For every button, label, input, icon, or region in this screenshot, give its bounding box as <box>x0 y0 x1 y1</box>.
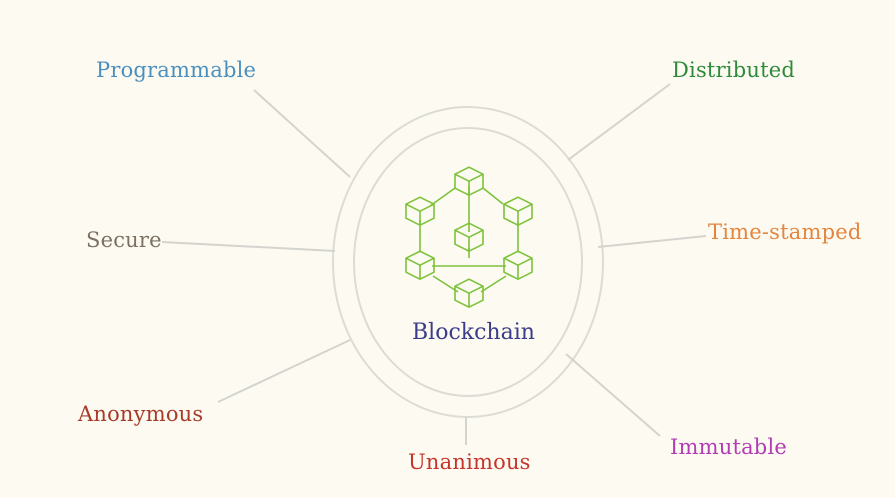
connector-programmable <box>253 89 351 178</box>
connector-secure <box>161 241 336 252</box>
connector-time-stamped <box>597 235 707 248</box>
label-secure: Secure <box>86 228 162 252</box>
center-label: Blockchain <box>412 320 535 345</box>
label-time-stamped: Time-stamped <box>708 220 862 244</box>
label-immutable: Immutable <box>670 435 787 459</box>
label-distributed: Distributed <box>672 58 796 82</box>
connector-anonymous <box>217 339 351 403</box>
outer-ring <box>332 106 604 418</box>
label-unanimous: Unanimous <box>408 450 531 474</box>
connector-immutable <box>565 353 661 437</box>
blockchain-network-icon <box>405 166 533 308</box>
inner-ring <box>353 127 583 397</box>
label-programmable: Programmable <box>96 58 257 82</box>
label-anonymous: Anonymous <box>78 402 204 426</box>
connector-distributed <box>567 83 671 161</box>
